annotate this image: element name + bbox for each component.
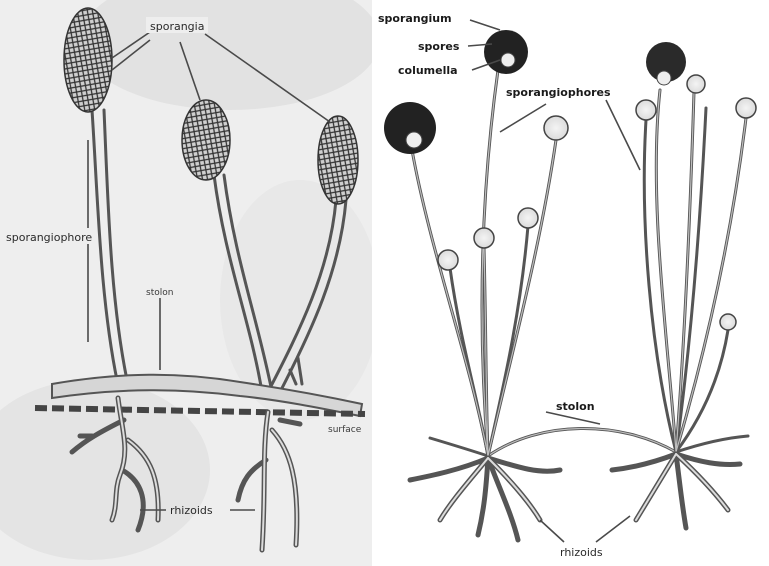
label-sporangiophore: sporangiophore [6,231,92,244]
sporangium-left-3 [318,116,358,204]
sporangium-left-1 [64,8,112,112]
left-panel [0,0,380,566]
label-stolon-right: stolon [556,400,595,413]
label-sporangiophores: sporangiophores [506,86,611,99]
label-spores: spores [418,40,460,53]
label-sporangia: sporangia [150,20,204,33]
label-stolon-left: stolon [146,288,173,298]
label-surface: surface [328,425,362,435]
right-panel [372,0,769,566]
label-columella: columella [398,64,458,77]
label-sporangium: sporangium [378,12,452,25]
sporangium-right-big-2 [484,30,528,74]
label-rhizoids-right: rhizoids [560,546,603,559]
label-rhizoids-left: rhizoids [170,504,213,517]
sporangium-left-2 [182,100,230,180]
